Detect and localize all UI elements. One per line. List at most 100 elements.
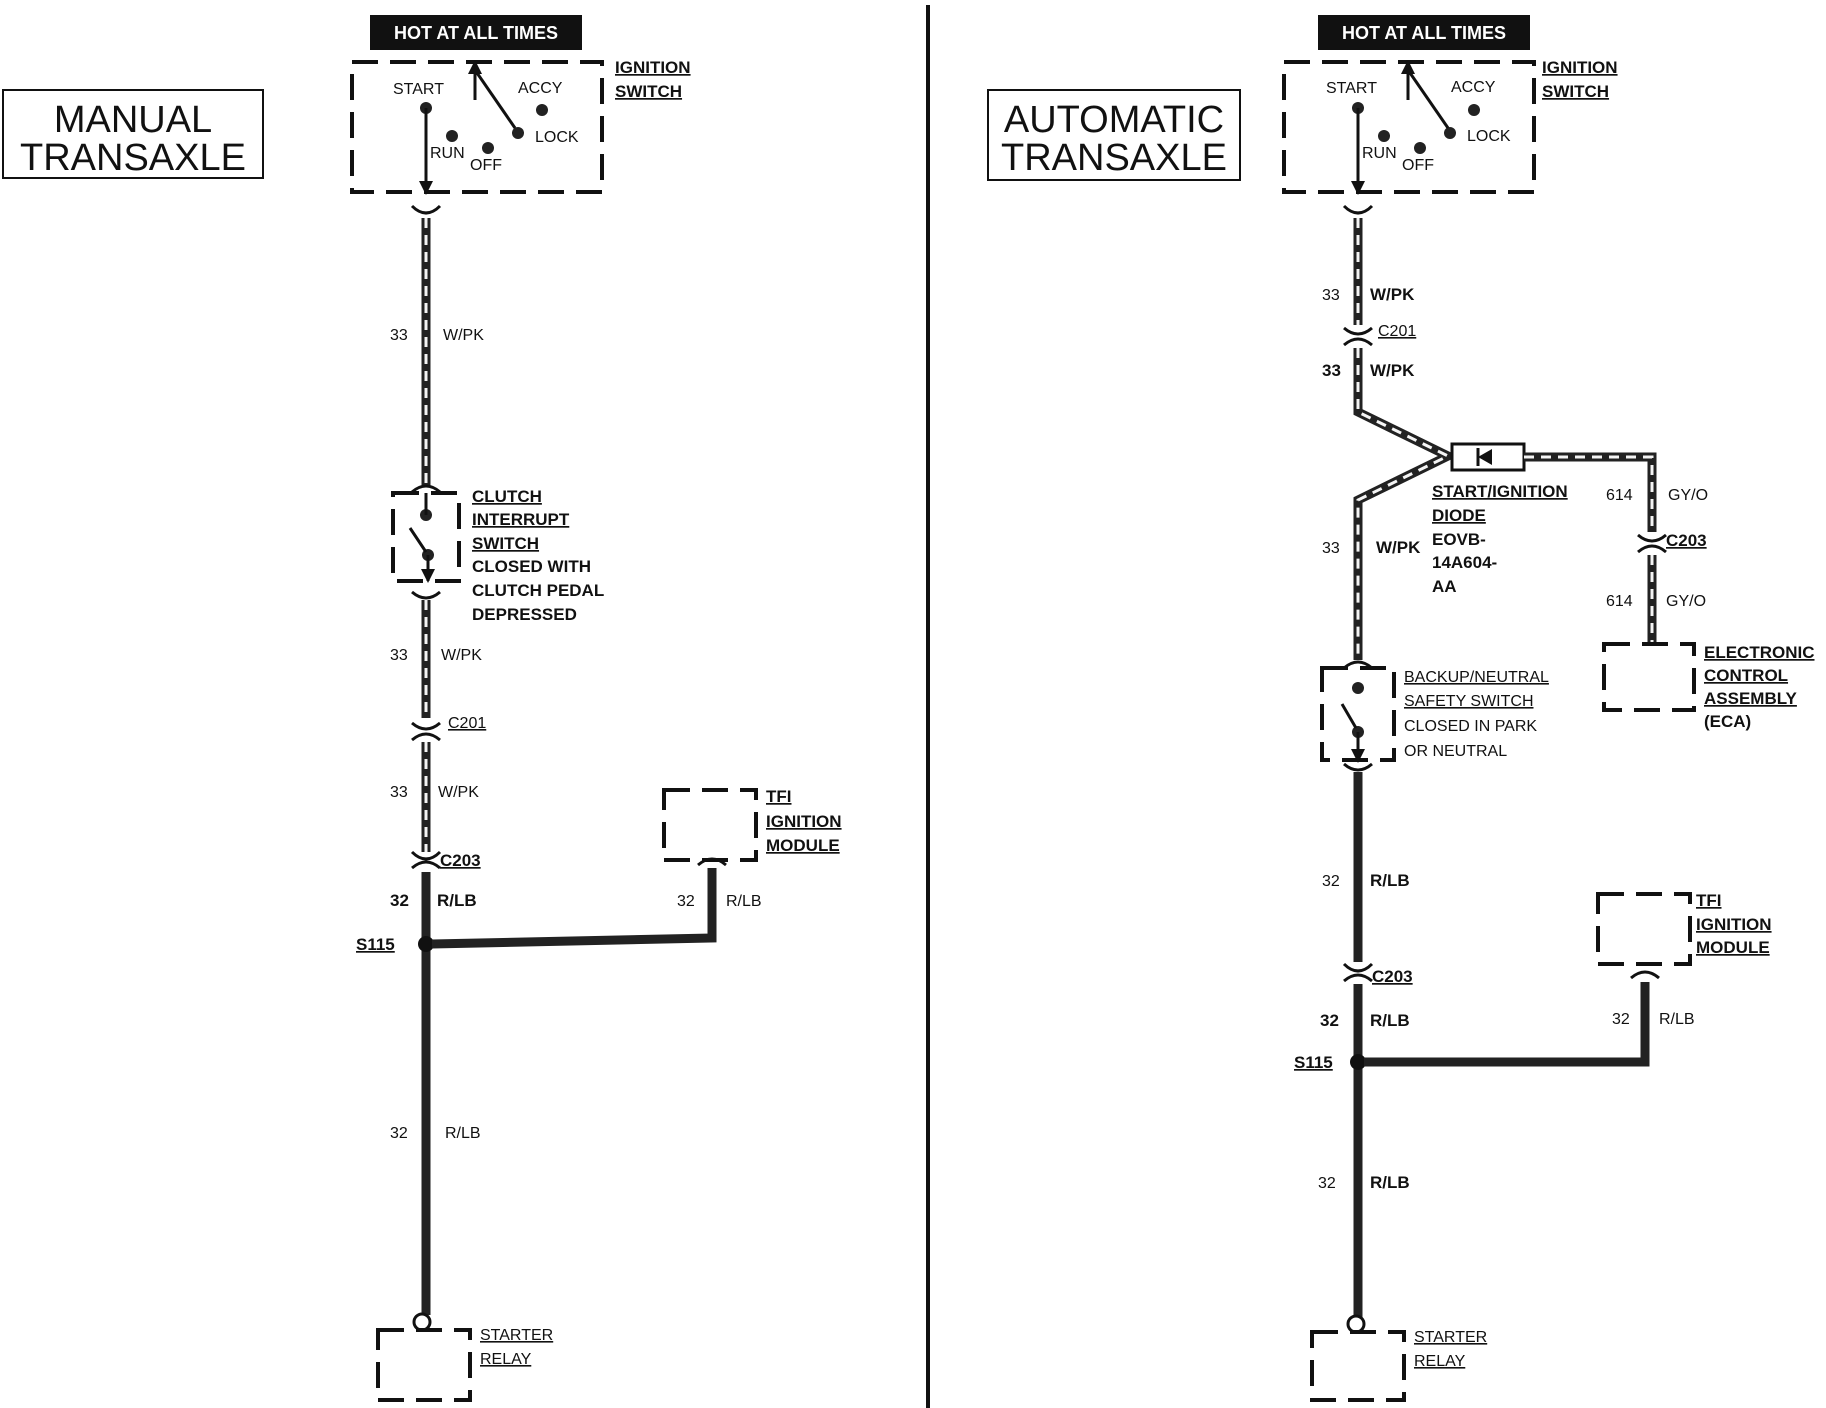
- manual-starter-relay-box: [376, 1328, 472, 1402]
- automatic-tfi-label-3: MODULE: [1696, 938, 1770, 957]
- automatic-c203-top-connector-a: [1637, 533, 1667, 543]
- manual-starter-terminal: [412, 1312, 432, 1332]
- automatic-switch-output-arrow: [1351, 181, 1365, 195]
- manual-tfi-label-1: TFI: [766, 787, 792, 806]
- automatic-s115-label: S115: [1294, 1053, 1333, 1072]
- automatic-starter-terminal: [1346, 1314, 1366, 1334]
- automatic-switch-arm: [1406, 69, 1450, 129]
- automatic-title-line2: TRANSAXLE: [1001, 137, 1227, 179]
- manual-wire1-color: W/PK: [443, 327, 484, 344]
- manual-contact-off: [482, 142, 494, 154]
- automatic-wire3-num: 33: [1322, 540, 1340, 557]
- manual-c201-connector-b: [411, 732, 441, 742]
- manual-hot-banner: [370, 15, 582, 50]
- automatic-starter-relay-box: [1310, 1330, 1406, 1402]
- automatic-pos-start: START: [1326, 80, 1377, 97]
- automatic-wire6-num: 32: [1318, 1175, 1336, 1192]
- automatic-wire3-color: W/PK: [1376, 538, 1421, 557]
- automatic-contact-accy: [1468, 104, 1480, 116]
- automatic-tfi-label-2: IGNITION: [1696, 915, 1772, 934]
- automatic-wire-33-wpk-2: [1353, 348, 1459, 660]
- manual-pos-lock: LOCK: [535, 129, 579, 146]
- automatic-contact-run: [1378, 130, 1390, 142]
- automatic-c201-connector-b: [1343, 337, 1373, 347]
- manual-wire-32-rlb-tfi: [431, 868, 717, 949]
- manual-wire2-color: W/PK: [441, 647, 482, 664]
- automatic-backup-label-2: SAFETY SWITCH: [1404, 693, 1534, 710]
- automatic-tfi-connector: [1630, 970, 1660, 980]
- manual-wire5-num: 32: [390, 1125, 408, 1142]
- manual-ignition-label-2: SWITCH: [615, 82, 682, 101]
- automatic-diode-label-4: 14A604-: [1432, 553, 1497, 572]
- manual-switch-output-arrow: [419, 181, 433, 195]
- automatic-hot-label: HOT AT ALL TIMES: [1342, 23, 1506, 43]
- manual-s115-label: S115: [356, 935, 395, 954]
- automatic-backup-label-3: CLOSED IN PARK: [1404, 718, 1537, 735]
- manual-switch-arrow: [468, 60, 482, 74]
- manual-clutch-label-6: DEPRESSED: [472, 605, 577, 624]
- automatic-contact-off: [1414, 142, 1426, 154]
- manual-tfi-wire-num: 32: [677, 893, 695, 910]
- automatic-backup-label-4: OR NEUTRAL: [1404, 743, 1507, 760]
- automatic-gyo2-num: 614: [1606, 593, 1633, 610]
- manual-pos-start: START: [393, 81, 444, 98]
- automatic-wire5-color: R/LB: [1370, 1011, 1410, 1030]
- manual-c201-label: C201: [448, 715, 486, 732]
- manual-switch-arm: [473, 69, 517, 129]
- manual-transaxle-panel: MANUAL TRANSAXLE HOT AT ALL TIMES IGNITI…: [2, 15, 842, 1402]
- automatic-ignition-label-2: SWITCH: [1542, 82, 1609, 101]
- automatic-c203-label: C203: [1372, 967, 1413, 986]
- automatic-ignition-label-1: IGNITION: [1542, 58, 1618, 77]
- manual-starter-label-1: STARTER: [480, 1327, 553, 1344]
- manual-wire3-num: 33: [390, 784, 408, 801]
- automatic-wire4-color: R/LB: [1370, 871, 1410, 890]
- manual-clutch-arrow: [421, 569, 435, 583]
- automatic-eca-label-3: ASSEMBLY: [1704, 689, 1798, 708]
- manual-tfi-label-3: MODULE: [766, 836, 840, 855]
- automatic-c203-connector-a: [1342, 962, 1374, 973]
- automatic-c201-label: C201: [1378, 323, 1416, 340]
- automatic-switch-arrow: [1401, 60, 1415, 74]
- manual-wire5-color: R/LB: [445, 1125, 481, 1142]
- automatic-gyo2-color: GY/O: [1666, 593, 1706, 610]
- automatic-wire6-color: R/LB: [1370, 1173, 1410, 1192]
- automatic-backup-arrow: [1351, 749, 1365, 763]
- automatic-backup-contact-top: [1352, 682, 1364, 694]
- automatic-diode-label-2: DIODE: [1432, 506, 1486, 525]
- manual-tfi-connector: [697, 857, 727, 867]
- automatic-splice-s115: [1350, 1054, 1366, 1070]
- automatic-wire2-color: W/PK: [1370, 361, 1415, 380]
- automatic-c203-top-label: C203: [1666, 531, 1707, 550]
- manual-wire4-num: 32: [390, 891, 409, 910]
- automatic-tfi-label-1: TFI: [1696, 891, 1722, 910]
- automatic-eca-label-2: CONTROL: [1704, 666, 1788, 685]
- manual-connector-clutch-bottom: [411, 590, 441, 600]
- manual-title-line1: MANUAL: [54, 99, 212, 141]
- automatic-backup-blade: [1340, 703, 1358, 729]
- automatic-title-box: [987, 89, 1241, 181]
- automatic-diode-symbol: [1478, 449, 1492, 465]
- automatic-c203-connector-b: [1343, 973, 1373, 983]
- automatic-wire-33-wpk-2-core: [1356, 348, 1452, 660]
- manual-splice-s115: [418, 936, 434, 952]
- automatic-wire2-num: 33: [1322, 361, 1341, 380]
- automatic-pos-accy: ACCY: [1451, 79, 1496, 96]
- automatic-gyo1-num: 614: [1606, 487, 1633, 504]
- manual-ignition-label-1: IGNITION: [615, 58, 691, 77]
- manual-clutch-label-4: CLOSED WITH: [472, 557, 591, 576]
- automatic-pos-lock: LOCK: [1467, 128, 1511, 145]
- manual-pos-accy: ACCY: [518, 80, 563, 97]
- automatic-starter-label-2: RELAY: [1414, 1353, 1466, 1370]
- manual-hot-label: HOT AT ALL TIMES: [394, 23, 558, 43]
- manual-tfi-wire-color: R/LB: [726, 893, 762, 910]
- automatic-diode-label-5: AA: [1432, 577, 1457, 596]
- manual-connector-top: [410, 204, 442, 215]
- manual-contact-accy: [536, 104, 548, 116]
- manual-c203-label: C203: [440, 851, 481, 870]
- automatic-gyo1-color: GY/O: [1668, 487, 1708, 504]
- automatic-eca-box: [1602, 642, 1696, 712]
- automatic-wire5-num: 32: [1320, 1011, 1339, 1030]
- manual-pos-run: RUN: [430, 145, 465, 162]
- automatic-hot-banner: [1318, 15, 1530, 50]
- automatic-diode-label-1: START/IGNITION: [1432, 482, 1568, 501]
